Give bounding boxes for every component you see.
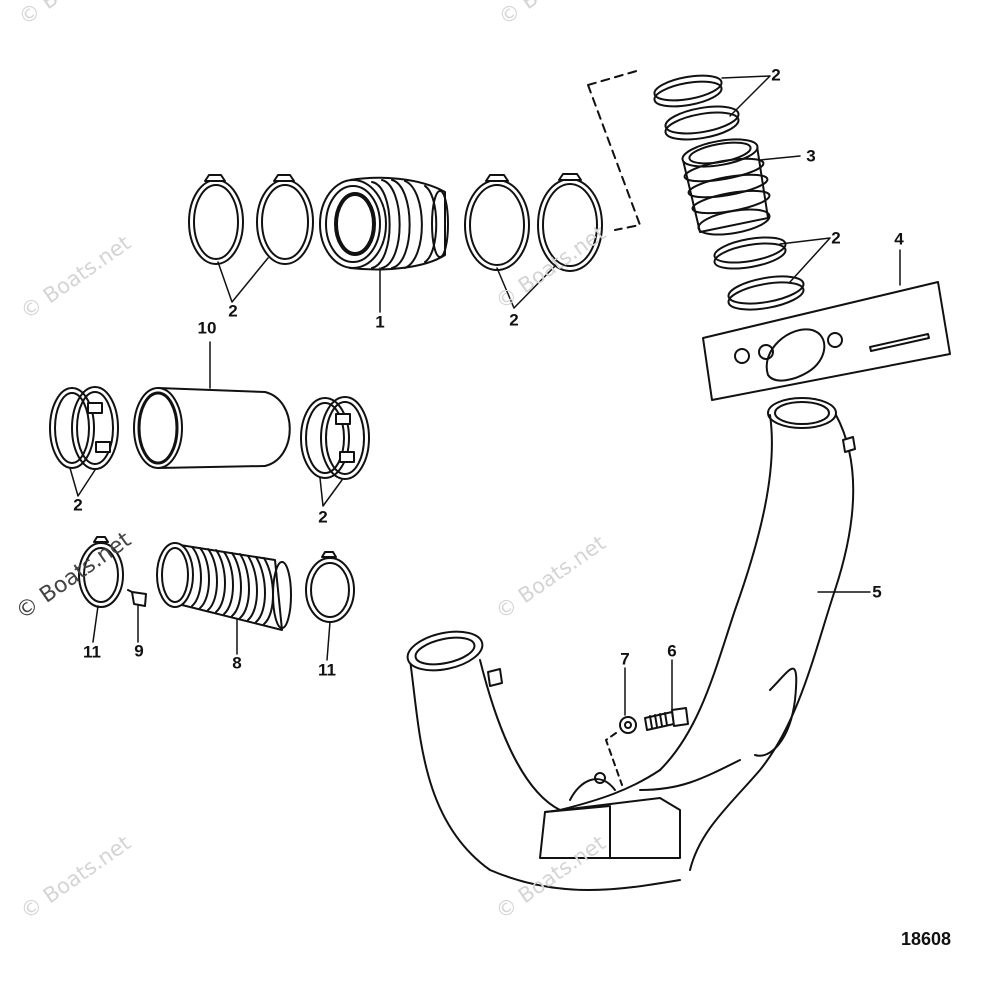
callout-coupler: 1: [375, 312, 385, 332]
callout-tube-clamps-right: 2: [318, 507, 328, 527]
callout-clamp-left: 11: [83, 642, 101, 662]
callout-riser-clamps-upper: 2: [771, 65, 781, 85]
top-left-clamp-a: [188, 174, 244, 265]
callout-tube-clamps-left: 2: [73, 495, 83, 515]
tube-clamp-right-b: [320, 396, 370, 480]
fastener-dashed-guide: [605, 732, 623, 786]
tube-clamp-left-b: [71, 386, 119, 470]
small-clamp-right: [305, 551, 355, 623]
riser-dashed-outline: [587, 69, 641, 231]
callout-riser-hose: 3: [806, 146, 816, 166]
riser-hose: [681, 138, 771, 236]
riser-clamp-4: [727, 275, 805, 311]
tube-clamp-left-a: [49, 387, 95, 469]
callout-top-clamps-left: 2: [228, 301, 238, 321]
bolt: [644, 707, 689, 731]
leader-lines: [69, 75, 901, 716]
callout-gasket: 4: [894, 229, 904, 249]
tube-clamp-right-a: [300, 397, 350, 479]
callout-clamp-right: 11: [318, 660, 336, 680]
top-right-clamp-b: [537, 173, 603, 272]
nut: [619, 716, 637, 734]
small-clamp-left: [78, 536, 124, 608]
callout-riser-clamps-lower: 2: [831, 228, 841, 248]
coupler-hose: [319, 176, 449, 271]
riser-clamp-2: [664, 105, 740, 141]
top-right-clamp-a: [464, 174, 530, 271]
callout-flex-bellows: 8: [232, 653, 242, 673]
gasket-plate: [702, 281, 951, 401]
flex-bellows: [156, 542, 292, 631]
callout-exhaust-pipe: 5: [872, 582, 882, 602]
callout-bolt: 6: [667, 641, 677, 661]
top-left-clamp-b: [256, 174, 314, 265]
callout-tube: 10: [197, 318, 217, 338]
callout-clip: 9: [134, 641, 144, 661]
clip: [127, 589, 147, 607]
tube: [133, 387, 291, 469]
exhaust-pipe: [406, 397, 856, 891]
riser-clamp-1: [653, 74, 723, 108]
callout-top-clamps-right: 2: [509, 310, 519, 330]
riser-clamp-3: [713, 236, 787, 270]
callout-nut: 7: [620, 649, 630, 669]
figure-number: 18608: [900, 929, 952, 949]
